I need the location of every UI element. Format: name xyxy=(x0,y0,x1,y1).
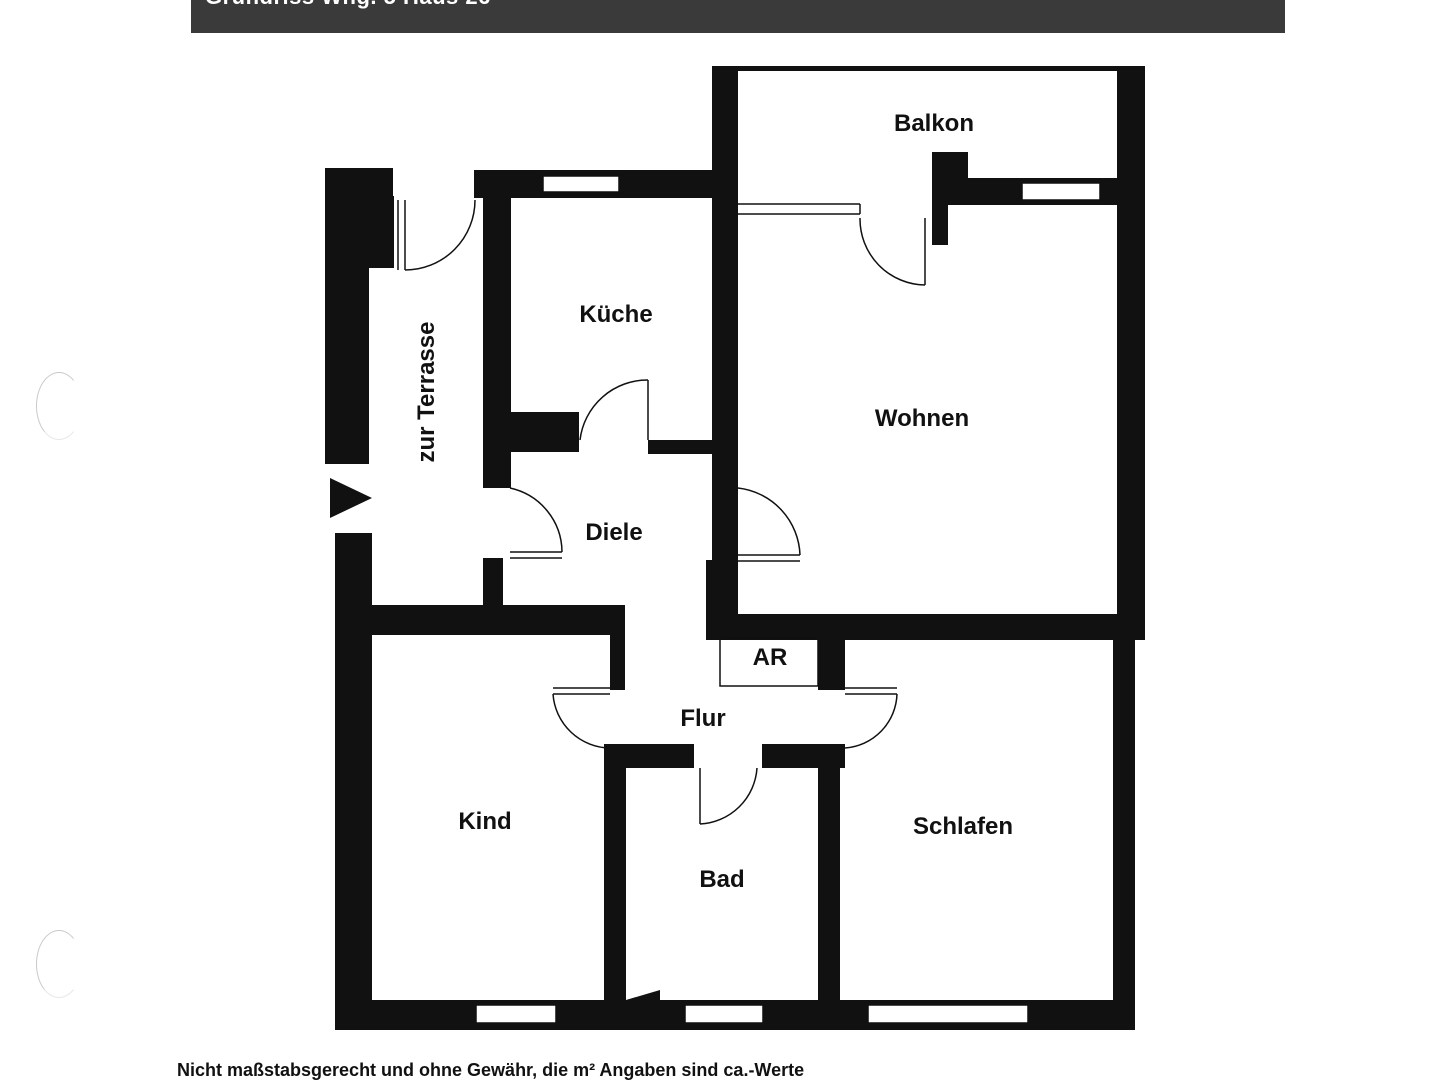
ar-closet xyxy=(719,637,819,687)
window-bad xyxy=(684,1004,764,1024)
wall-flur-left-upper xyxy=(610,605,625,690)
door-bad xyxy=(699,767,758,825)
door-schlafen xyxy=(844,687,898,749)
door-kind xyxy=(552,687,611,749)
wall-balkon-door-jamb xyxy=(932,200,948,245)
wall-balkon-pillar xyxy=(932,152,968,205)
room-label-balkon: Balkon xyxy=(894,110,974,137)
wall-left-upper xyxy=(325,168,369,464)
room-label-kind: Kind xyxy=(458,808,511,835)
door-terrasse xyxy=(397,199,476,271)
window-kueche xyxy=(542,175,620,193)
shaft-bad xyxy=(626,990,660,1000)
room-label-diele: Diele xyxy=(585,519,642,546)
punch-hole-top xyxy=(36,372,82,440)
door-kueche xyxy=(579,379,649,441)
wall-balkon-left xyxy=(712,66,738,638)
wall-right xyxy=(1117,68,1145,640)
wall-terrasse-top-left xyxy=(325,168,393,196)
room-label-terrasse: zur Terrasse xyxy=(413,322,440,463)
wall-terrasse-door-jamb xyxy=(362,196,394,268)
room-label-bad: Bad xyxy=(699,866,744,893)
page-title: Grundriss Wng. 5 Haus 26 xyxy=(205,0,491,10)
wall-ar-right xyxy=(818,636,845,690)
door-terrasse-diele xyxy=(509,487,563,559)
wall-kueche-bottom-right xyxy=(648,440,712,454)
wall-left-lower xyxy=(335,533,372,1030)
door-wohnen xyxy=(737,487,801,562)
room-label-kueche: Küche xyxy=(579,301,652,328)
header-bar: Grundriss Wng. 5 Haus 26 xyxy=(191,0,1285,33)
wall-kind-bad-divider xyxy=(604,744,626,1030)
room-label-flur: Flur xyxy=(680,705,725,732)
room-label-ar: AR xyxy=(753,644,788,671)
wall-bad-schlafen-divider xyxy=(818,744,840,1030)
walls xyxy=(325,66,1145,1030)
door-swings xyxy=(397,199,926,825)
wall-bad-top-left xyxy=(604,744,694,768)
shaft-kueche xyxy=(510,420,555,440)
wall-schlafen-right xyxy=(1113,636,1135,1030)
wall-wohnen-bottom xyxy=(706,614,1145,640)
disclaimer-note: Nicht maßstabsgerecht und ohne Gewähr, d… xyxy=(177,1060,805,1080)
window-wohnen xyxy=(1021,182,1101,201)
room-label-schlafen: Schlafen xyxy=(913,813,1013,840)
door-balkon xyxy=(859,217,926,286)
wall-diele-left-lower xyxy=(483,558,503,610)
room-label-wohnen: Wohnen xyxy=(875,405,969,432)
window-schlafen xyxy=(867,1004,1029,1024)
windows xyxy=(475,175,1101,1024)
wall-balkon-top xyxy=(712,66,1145,71)
entrance-arrow-icon xyxy=(330,478,372,518)
punch-hole-bottom xyxy=(36,930,82,998)
balkon-door-frame xyxy=(738,203,861,215)
wall-kueche-bottom-left xyxy=(483,412,579,452)
window-kind xyxy=(475,1004,557,1024)
wall-kind-top xyxy=(372,605,625,635)
